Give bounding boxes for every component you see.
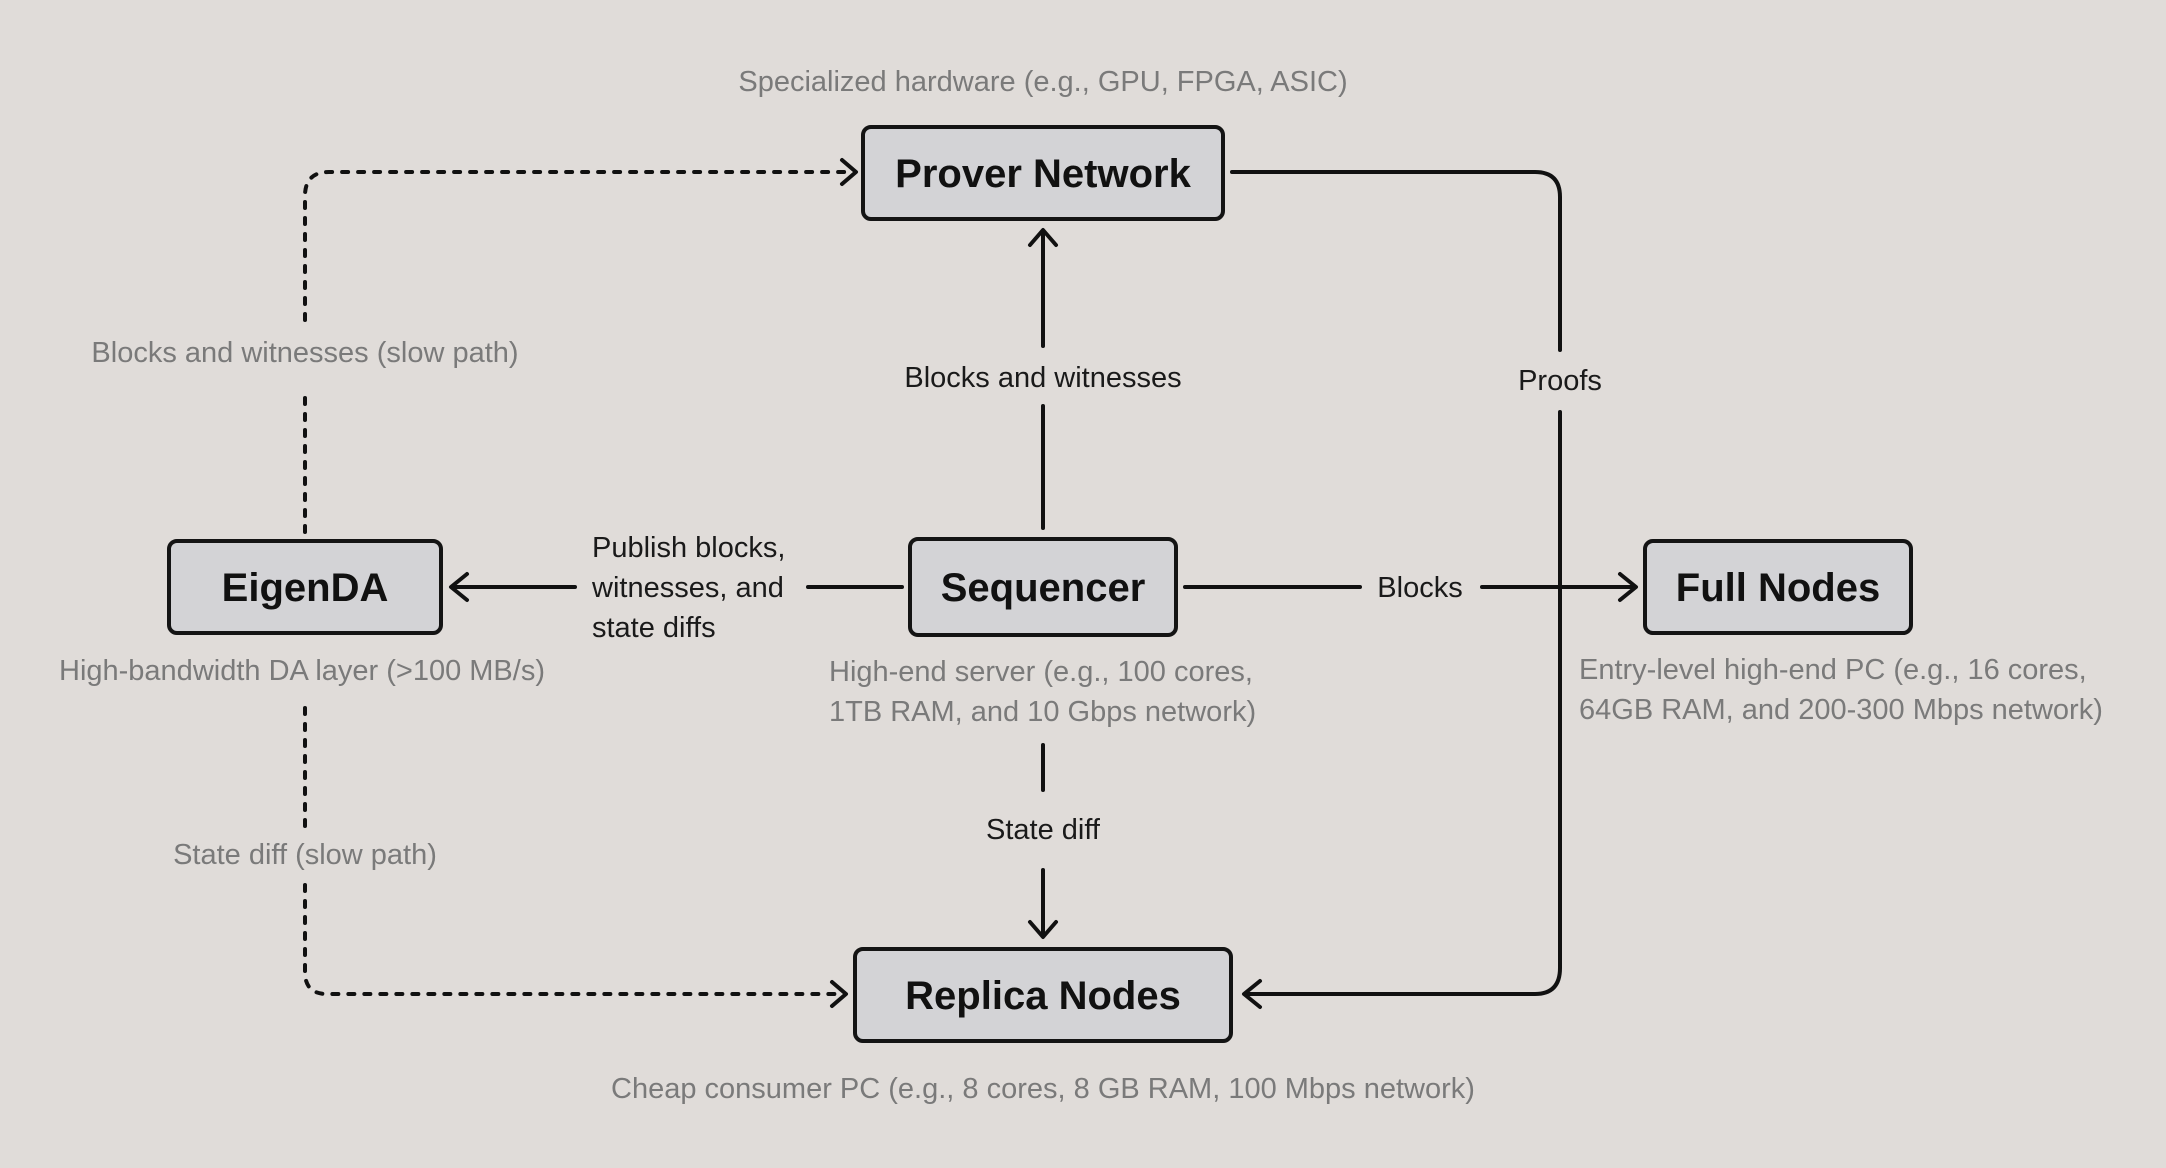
- node-label-replica-nodes: Replica Nodes: [905, 974, 1181, 1018]
- caption-sequencer-line1: High-end server (e.g., 100 cores,: [829, 656, 1253, 688]
- arrowhead-left-icon: [449, 572, 469, 602]
- node-prover-network: Prover Network: [861, 125, 1225, 221]
- caption-eigenda: High-bandwidth DA layer (>100 MB/s): [59, 655, 545, 687]
- node-label-prover-network: Prover Network: [895, 152, 1191, 196]
- caption-full-nodes-line2: 64GB RAM, and 200-300 Mbps network): [1579, 694, 2103, 726]
- edge-label-blocks-and-witnesses: Blocks and witnesses: [904, 362, 1181, 394]
- edge-label-proofs: Proofs: [1518, 365, 1602, 397]
- node-sequencer: Sequencer: [908, 537, 1178, 637]
- caption-replica-nodes: Cheap consumer PC (e.g., 8 cores, 8 GB R…: [611, 1073, 1475, 1105]
- edge-label-publish-line3: state diffs: [592, 612, 716, 644]
- node-label-eigenda: EigenDA: [222, 566, 389, 610]
- edge-sequencer-to-prover: [1028, 228, 1058, 530]
- edge-sequencer-to-eigenda: [449, 572, 904, 602]
- caption-sequencer-line2: 1TB RAM, and 10 Gbps network): [829, 696, 1256, 728]
- caption-full-nodes-line1: Entry-level high-end PC (e.g., 16 cores,: [1579, 654, 2087, 686]
- edge-label-publish-line2: witnesses, and: [591, 572, 784, 604]
- node-label-sequencer: Sequencer: [941, 566, 1146, 610]
- edge-label-blocks-witnesses-slow-path: Blocks and witnesses (slow path): [91, 337, 518, 369]
- edge-prover-to-replica: [1230, 170, 1562, 1009]
- edge-eigenda-to-replica: [303, 706, 848, 1008]
- node-eigenda: EigenDA: [167, 539, 443, 635]
- arrowhead-right-icon: [830, 980, 848, 1008]
- edge-label-state-diff-slow-path: State diff (slow path): [173, 839, 437, 871]
- node-label-full-nodes: Full Nodes: [1676, 566, 1880, 610]
- node-full-nodes: Full Nodes: [1643, 539, 1913, 635]
- arrowhead-left-icon: [1242, 979, 1262, 1009]
- edge-label-publish-line1: Publish blocks,: [592, 532, 785, 564]
- edge-label-state-diff: State diff: [986, 814, 1101, 846]
- arrowhead-down-icon: [1028, 920, 1058, 939]
- arrowhead-right-icon: [840, 158, 858, 186]
- edge-eigenda-to-prover: [303, 158, 858, 534]
- arrowhead-up-icon: [1028, 228, 1058, 247]
- edge-label-blocks: Blocks: [1377, 572, 1462, 604]
- node-replica-nodes: Replica Nodes: [853, 947, 1233, 1043]
- arrowhead-right-icon: [1618, 572, 1638, 602]
- edge-sequencer-to-replica: [1028, 743, 1058, 939]
- caption-prover-network: Specialized hardware (e.g., GPU, FPGA, A…: [738, 66, 1347, 98]
